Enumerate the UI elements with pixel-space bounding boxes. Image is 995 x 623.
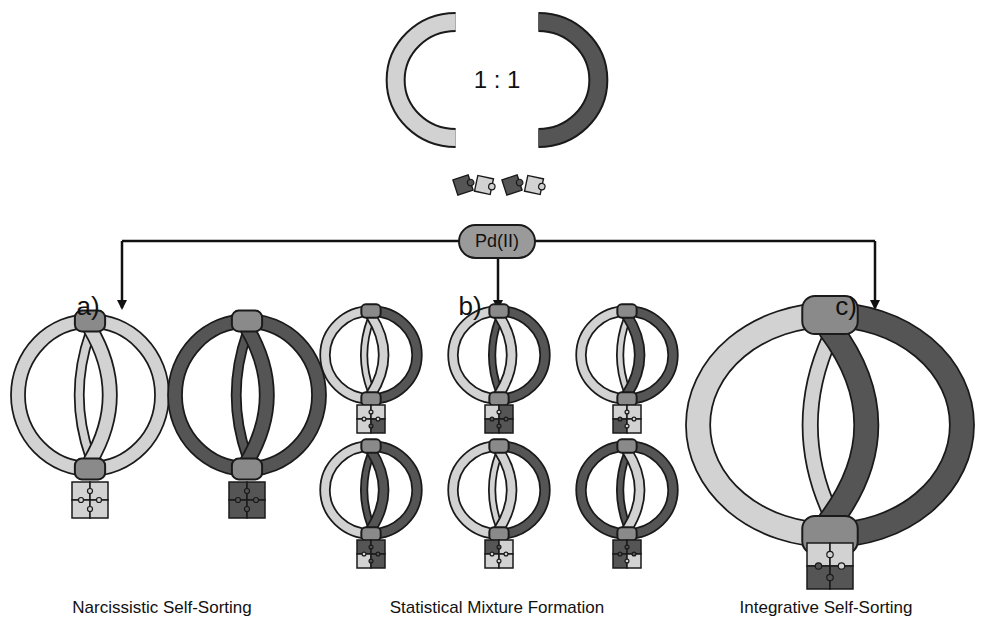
cage <box>581 439 673 540</box>
panel-letter: c) <box>835 291 857 322</box>
cage <box>175 311 319 480</box>
puzzle-square <box>485 540 513 568</box>
puzzle-square <box>613 405 641 433</box>
puzzle-square <box>357 540 385 568</box>
puzzle-square <box>807 543 853 589</box>
puzzle-square <box>485 405 513 433</box>
puzzle-piece <box>525 176 547 196</box>
cage <box>698 296 962 554</box>
cage <box>325 439 417 540</box>
puzzle-piece <box>475 176 497 196</box>
cage <box>453 439 545 540</box>
panel-caption: Narcissistic Self-Sorting <box>72 598 252 618</box>
metal-label: Pd(II) <box>475 231 519 252</box>
puzzle-pieces <box>72 174 853 589</box>
puzzle-piece <box>453 174 476 195</box>
panel-letter: b) <box>458 291 481 322</box>
cage <box>325 304 417 405</box>
puzzle-square <box>613 540 641 568</box>
puzzle-square <box>357 405 385 433</box>
puzzle-piece <box>502 174 525 195</box>
puzzle-square <box>229 482 265 518</box>
metal-pill: Pd(II) <box>458 224 536 259</box>
cages <box>18 296 962 554</box>
cage <box>581 304 673 405</box>
panel-letter: a) <box>76 291 99 322</box>
cage <box>18 311 162 480</box>
ratio-label: 1 : 1 <box>474 66 521 94</box>
ligand-pair: 1 : 1 <box>372 10 622 150</box>
panel-caption: Integrative Self-Sorting <box>740 598 913 618</box>
panel-caption: Statistical Mixture Formation <box>390 598 604 618</box>
puzzle-square <box>72 482 108 518</box>
